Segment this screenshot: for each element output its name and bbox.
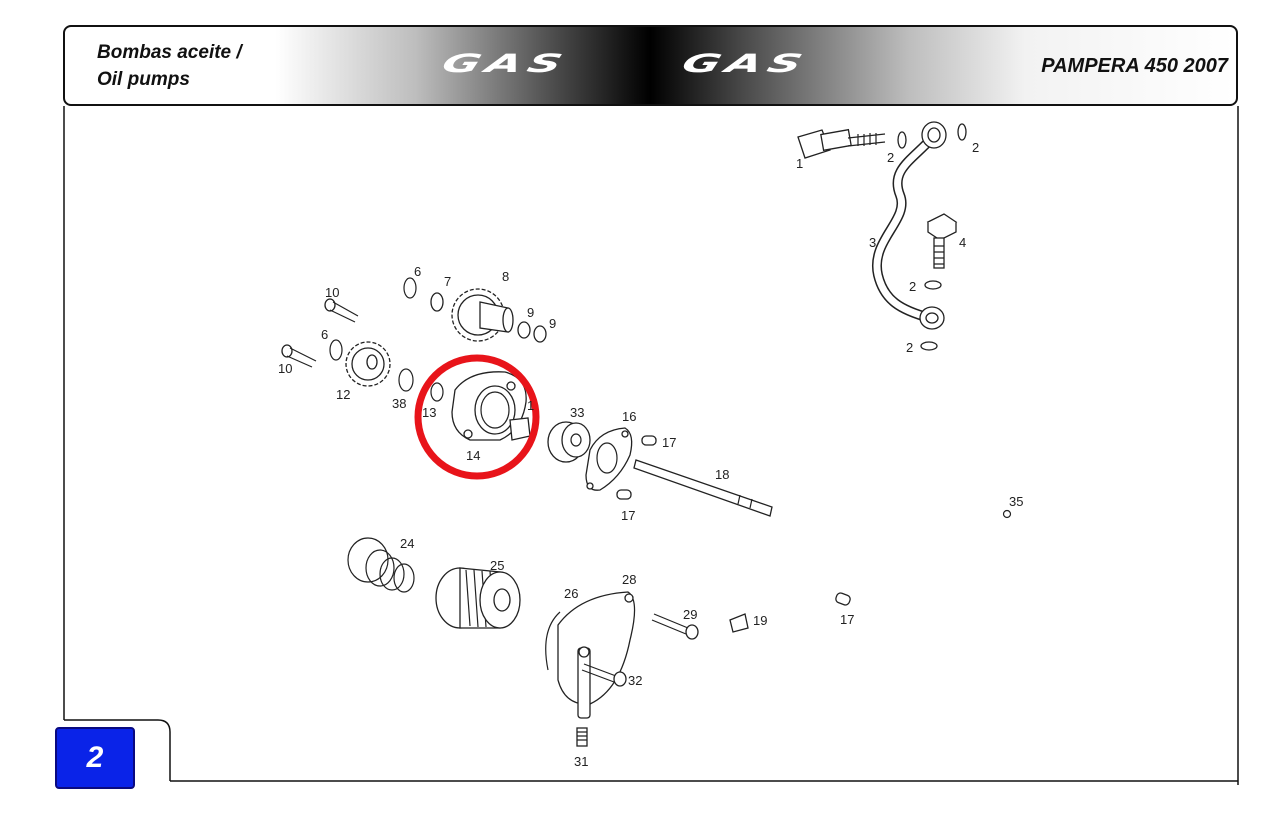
part-1-block [509, 417, 531, 441]
title-spanish: Bombas aceite / [97, 42, 242, 63]
part-17-pin [616, 489, 632, 500]
part-10-bolt [281, 344, 317, 368]
header-title: Bombas aceite / Oil pumps [97, 39, 242, 93]
callout-10: 10 [325, 285, 339, 300]
part-2-washer [897, 131, 907, 149]
callout-3: 3 [869, 235, 876, 250]
callout-18: 18 [715, 467, 729, 482]
callout-2: 2 [906, 340, 913, 355]
callout-25: 25 [490, 558, 504, 573]
part-29-bolt [651, 613, 699, 640]
part-3-oil-line [871, 121, 947, 330]
part-38-ring [398, 368, 414, 392]
part-2-washer [920, 341, 938, 351]
page-header: Bombas aceite / Oil pumps GAS GAS PAMPER… [63, 25, 1238, 106]
callout-1: 1 [796, 156, 803, 171]
part-13-ring [430, 382, 444, 402]
part-1-sensor [797, 128, 886, 159]
model-name: PAMPERA 450 2007 [1041, 55, 1228, 77]
part-7-washer [430, 292, 444, 312]
part-32-bolt [581, 663, 627, 687]
part-31-stud [576, 727, 588, 747]
part-4-bolt [926, 213, 958, 269]
callout-10: 10 [278, 361, 292, 376]
part-10-bolt [324, 298, 359, 323]
callout-7: 7 [444, 274, 451, 289]
callout-17: 17 [662, 435, 676, 450]
part-19-cap [729, 613, 749, 633]
callout-29: 29 [683, 607, 697, 622]
callout-9: 9 [527, 305, 534, 320]
callout-2: 2 [887, 150, 894, 165]
title-english: Oil pumps [97, 69, 190, 90]
callout-28: 28 [622, 572, 636, 587]
callout-31: 31 [574, 754, 588, 769]
part-25-oil-filter [435, 567, 521, 629]
part-18-shaft [633, 459, 773, 517]
callout-12: 12 [336, 387, 350, 402]
part-6-circlip [403, 277, 417, 299]
part-24-spring [347, 537, 415, 593]
part-17-pin [641, 435, 657, 446]
callout-4: 4 [959, 235, 966, 250]
callout-24: 24 [400, 536, 414, 551]
highlight-circle [414, 354, 540, 480]
callout-8: 8 [502, 269, 509, 284]
page-number-badge: 2 [55, 727, 135, 789]
callout-9: 9 [549, 316, 556, 331]
callout-16: 16 [622, 409, 636, 424]
callout-38: 38 [392, 396, 406, 411]
part-6-circlip [329, 339, 343, 361]
callout-33: 33 [570, 405, 584, 420]
part-26-28-filter-cover [545, 591, 636, 719]
part-2-washer [957, 123, 967, 141]
callout-labels: 1 2 2 2 2 3 4 6 7 8 10 9 9 6 10 12 38 13… [278, 140, 1023, 769]
callout-2: 2 [972, 140, 979, 155]
callout-13: 13 [422, 405, 436, 420]
callout-32: 32 [628, 673, 642, 688]
callout-17: 17 [840, 612, 854, 627]
part-9-ring [533, 325, 547, 343]
part-12-gear [345, 341, 391, 387]
callout-26: 26 [564, 586, 578, 601]
callout-6: 6 [321, 327, 328, 342]
part-8-gear [451, 288, 514, 342]
part-35-ring [1002, 509, 1012, 519]
part-16-cover-plate [585, 427, 633, 491]
part-17-pin [835, 592, 851, 606]
part-9-ring [517, 321, 531, 339]
callout-1: 1 [527, 398, 534, 413]
callout-17: 17 [621, 508, 635, 523]
part-2-washer [924, 280, 942, 290]
callout-14: 14 [466, 448, 480, 463]
callout-19: 19 [753, 613, 767, 628]
callout-2: 2 [909, 279, 916, 294]
part-33-rotor [547, 421, 591, 463]
callout-35: 35 [1009, 494, 1023, 509]
callout-6: 6 [414, 264, 421, 279]
part-14-pump-body [451, 371, 527, 441]
